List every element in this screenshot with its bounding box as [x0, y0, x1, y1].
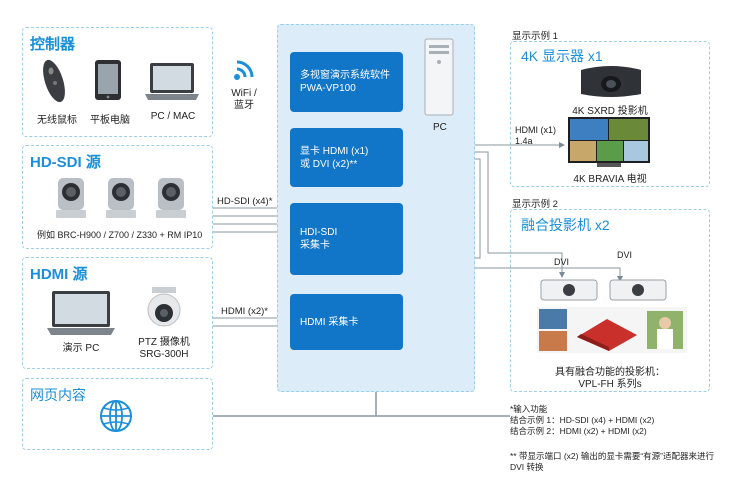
blend-projectors-icon — [540, 279, 667, 301]
camera-icon — [56, 178, 86, 218]
example1-section — [510, 41, 710, 187]
example1-item-projector: 4K SXRD 投影机 — [572, 106, 648, 117]
example1-item-tv: 4K BRAVIA 电视 — [573, 174, 647, 185]
pc-label: PC — [433, 122, 447, 133]
hdsdi-capture-box: HDI-SDI 采集卡 — [290, 203, 403, 275]
controller-item-mouse: 无线鼠标 — [37, 115, 77, 126]
example2-projector-label: 具有融合功能的投影机： VPL-FH 系列s — [555, 367, 665, 390]
controller-item-tablet: 平板电脑 — [90, 115, 130, 126]
example2-dvi1: DVI — [554, 257, 570, 267]
ptz-camera-icon — [147, 287, 181, 327]
hdmi-section — [22, 257, 213, 369]
pc-tower-icon — [424, 38, 454, 116]
hdsdi-section — [22, 145, 213, 249]
sxrd-projector-icon — [581, 66, 641, 97]
hdmi-lines — [213, 315, 284, 329]
wireless-mouse-icon — [43, 59, 65, 103]
web-section — [22, 378, 213, 450]
example2-section — [510, 209, 710, 392]
example2-dvi2: DVI — [617, 250, 633, 260]
wifi-label: WiFi / 蓝牙 — [231, 88, 257, 111]
controller-item-pc-mac: PC / MAC — [150, 111, 196, 122]
web-title: 网页内容 — [30, 387, 86, 403]
presentation-pc-icon — [47, 291, 115, 335]
hdsdi-title: HD-SDI 源 — [30, 154, 101, 171]
example1-title: 4K 显示器 x1 — [521, 48, 603, 64]
hdsdi-caption: 例如 BRC-H900 / Z700 / Z330 + RM IP10 — [37, 230, 203, 240]
hdsdi-link-label: HD-SDI (x4)* — [217, 196, 273, 207]
camera-icons — [56, 178, 186, 218]
bravia-tv-icon — [568, 117, 650, 167]
wifi-icon — [234, 60, 254, 80]
controller-section — [22, 27, 213, 137]
blended-image-icon — [537, 307, 687, 353]
example1-caption: 显示示例 1 — [512, 31, 558, 42]
software-box: 多视窗演示系统软件 PWA-VP100 — [290, 52, 403, 112]
tablet-icon — [95, 60, 121, 100]
note-adapter: ** 带显示端口 (x2) 输出的显卡需要“有源”适配器来进行 DVI 转换 — [510, 451, 715, 472]
hdmi-capture-box: HDMI 采集卡 — [290, 294, 403, 350]
hdmi-item-ptz: PTZ 摄像机 SRG-300H — [138, 337, 190, 360]
controller-title: 控制器 — [30, 36, 76, 53]
hdmi-title: HDMI 源 — [30, 266, 88, 283]
example1-link-label: HDMI (x1) 1.4a — [515, 125, 556, 146]
note-input-function: *输入功能 结合示例 1：HD-SDI (x4) + HDMI (x2) 结合示… — [510, 404, 655, 436]
hdmi-item-pc: 演示 PC — [62, 343, 100, 354]
globe-icon — [100, 400, 132, 432]
graphics-card-box: 显卡 HDMI (x1) 或 DVI (x2)** — [290, 128, 403, 187]
hdmi-link-label: HDMI (x2)* — [221, 306, 268, 317]
example2-caption: 显示示例 2 — [512, 199, 558, 210]
example2-title: 融合投影机 x2 — [521, 217, 610, 233]
web-bus — [213, 392, 510, 417]
laptop-icon — [145, 63, 199, 100]
hdsdi-lines — [213, 205, 284, 235]
